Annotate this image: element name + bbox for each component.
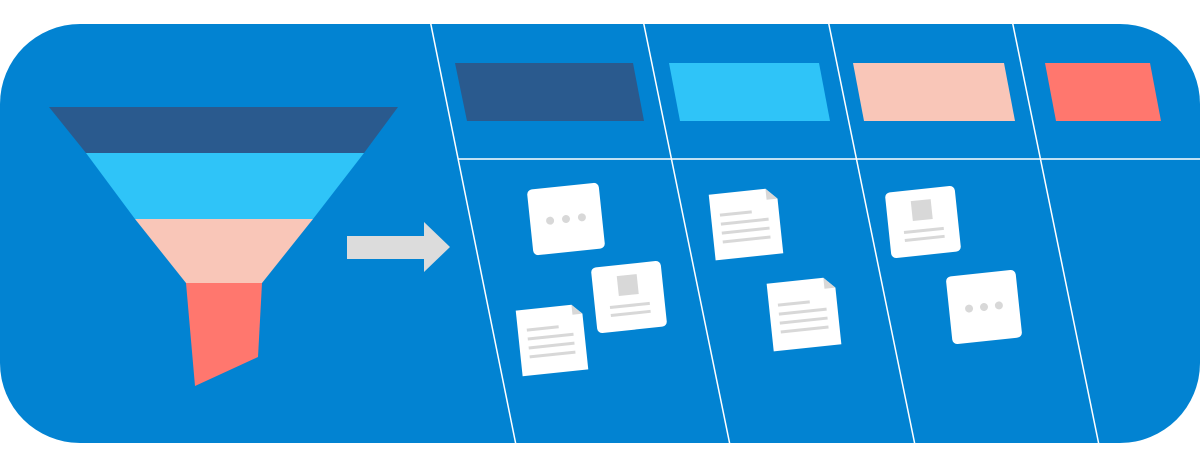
right-arrow-icon: [347, 222, 450, 272]
image-placeholder-icon: [609, 274, 651, 317]
column-header-3: [853, 63, 1015, 121]
ellipsis-card: [527, 182, 605, 256]
board-area: [429, 24, 1200, 443]
funnel-stage-2: [86, 153, 364, 219]
board-grid: [429, 24, 1200, 443]
column-divider: [642, 24, 732, 443]
ellipsis-icon: [965, 301, 1003, 313]
column-divider: [827, 24, 917, 443]
column-header-2: [669, 63, 830, 121]
funnel-stage-1: [49, 107, 398, 153]
document-icon: [526, 325, 576, 359]
document-icon: [777, 300, 829, 334]
column-header-1: [455, 63, 644, 121]
funnel-icon: [49, 107, 398, 386]
document-icon: [719, 210, 771, 244]
text-doc-card: [766, 277, 842, 352]
ellipsis-card: [946, 270, 1022, 344]
ellipsis-icon: [546, 213, 586, 225]
image-card: [591, 261, 667, 333]
image-placeholder-icon: [903, 199, 945, 242]
text-doc-card: [708, 188, 784, 261]
funnel-stage-4: [186, 283, 262, 386]
column-divider: [429, 24, 518, 443]
text-doc-card: [515, 304, 589, 377]
column-divider: [1011, 24, 1101, 443]
funnel-stage-3: [135, 219, 313, 283]
column-header-4: [1045, 63, 1161, 121]
image-card: [885, 186, 961, 258]
